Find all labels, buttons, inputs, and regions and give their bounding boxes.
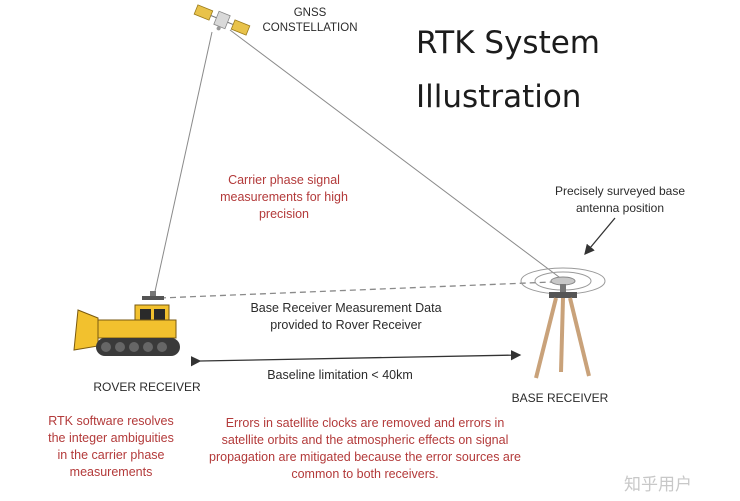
watermark: 知乎用户: [624, 475, 692, 495]
satellite-to-rover-line: [153, 31, 213, 297]
baseline-label: Baseline limitation < 40km: [267, 368, 413, 382]
gnss-constellation-label: GNSS CONSTELLATION: [262, 7, 358, 34]
rtk-software-note: RTK software resolves the integer ambigu…: [48, 414, 174, 479]
satellite-icon: [193, 4, 251, 36]
page-title-line-2: Illustration: [416, 79, 582, 115]
surveyed-antenna-label: Precisely surveyed base antenna position: [554, 184, 686, 215]
error-mitigation-note: Errors in satellite clocks are removed a…: [209, 416, 521, 481]
surveyed-pointer-arrow: [584, 217, 616, 255]
satellite-to-base-line: [229, 29, 564, 281]
base-to-rover-data-link: [159, 281, 553, 299]
bulldozer-icon: [73, 291, 180, 356]
base-receiver-label: BASE RECEIVER: [511, 391, 609, 405]
measurement-data-label: Base Receiver Measurement Data provided …: [250, 301, 442, 332]
baseline-arrow: [190, 349, 522, 367]
tripod-icon: [534, 284, 591, 379]
rover-receiver-label: ROVER RECEIVER: [93, 380, 201, 394]
carrier-phase-note: Carrier phase signal measurements for hi…: [220, 173, 348, 221]
page-title-line-1: RTK System: [416, 25, 601, 61]
